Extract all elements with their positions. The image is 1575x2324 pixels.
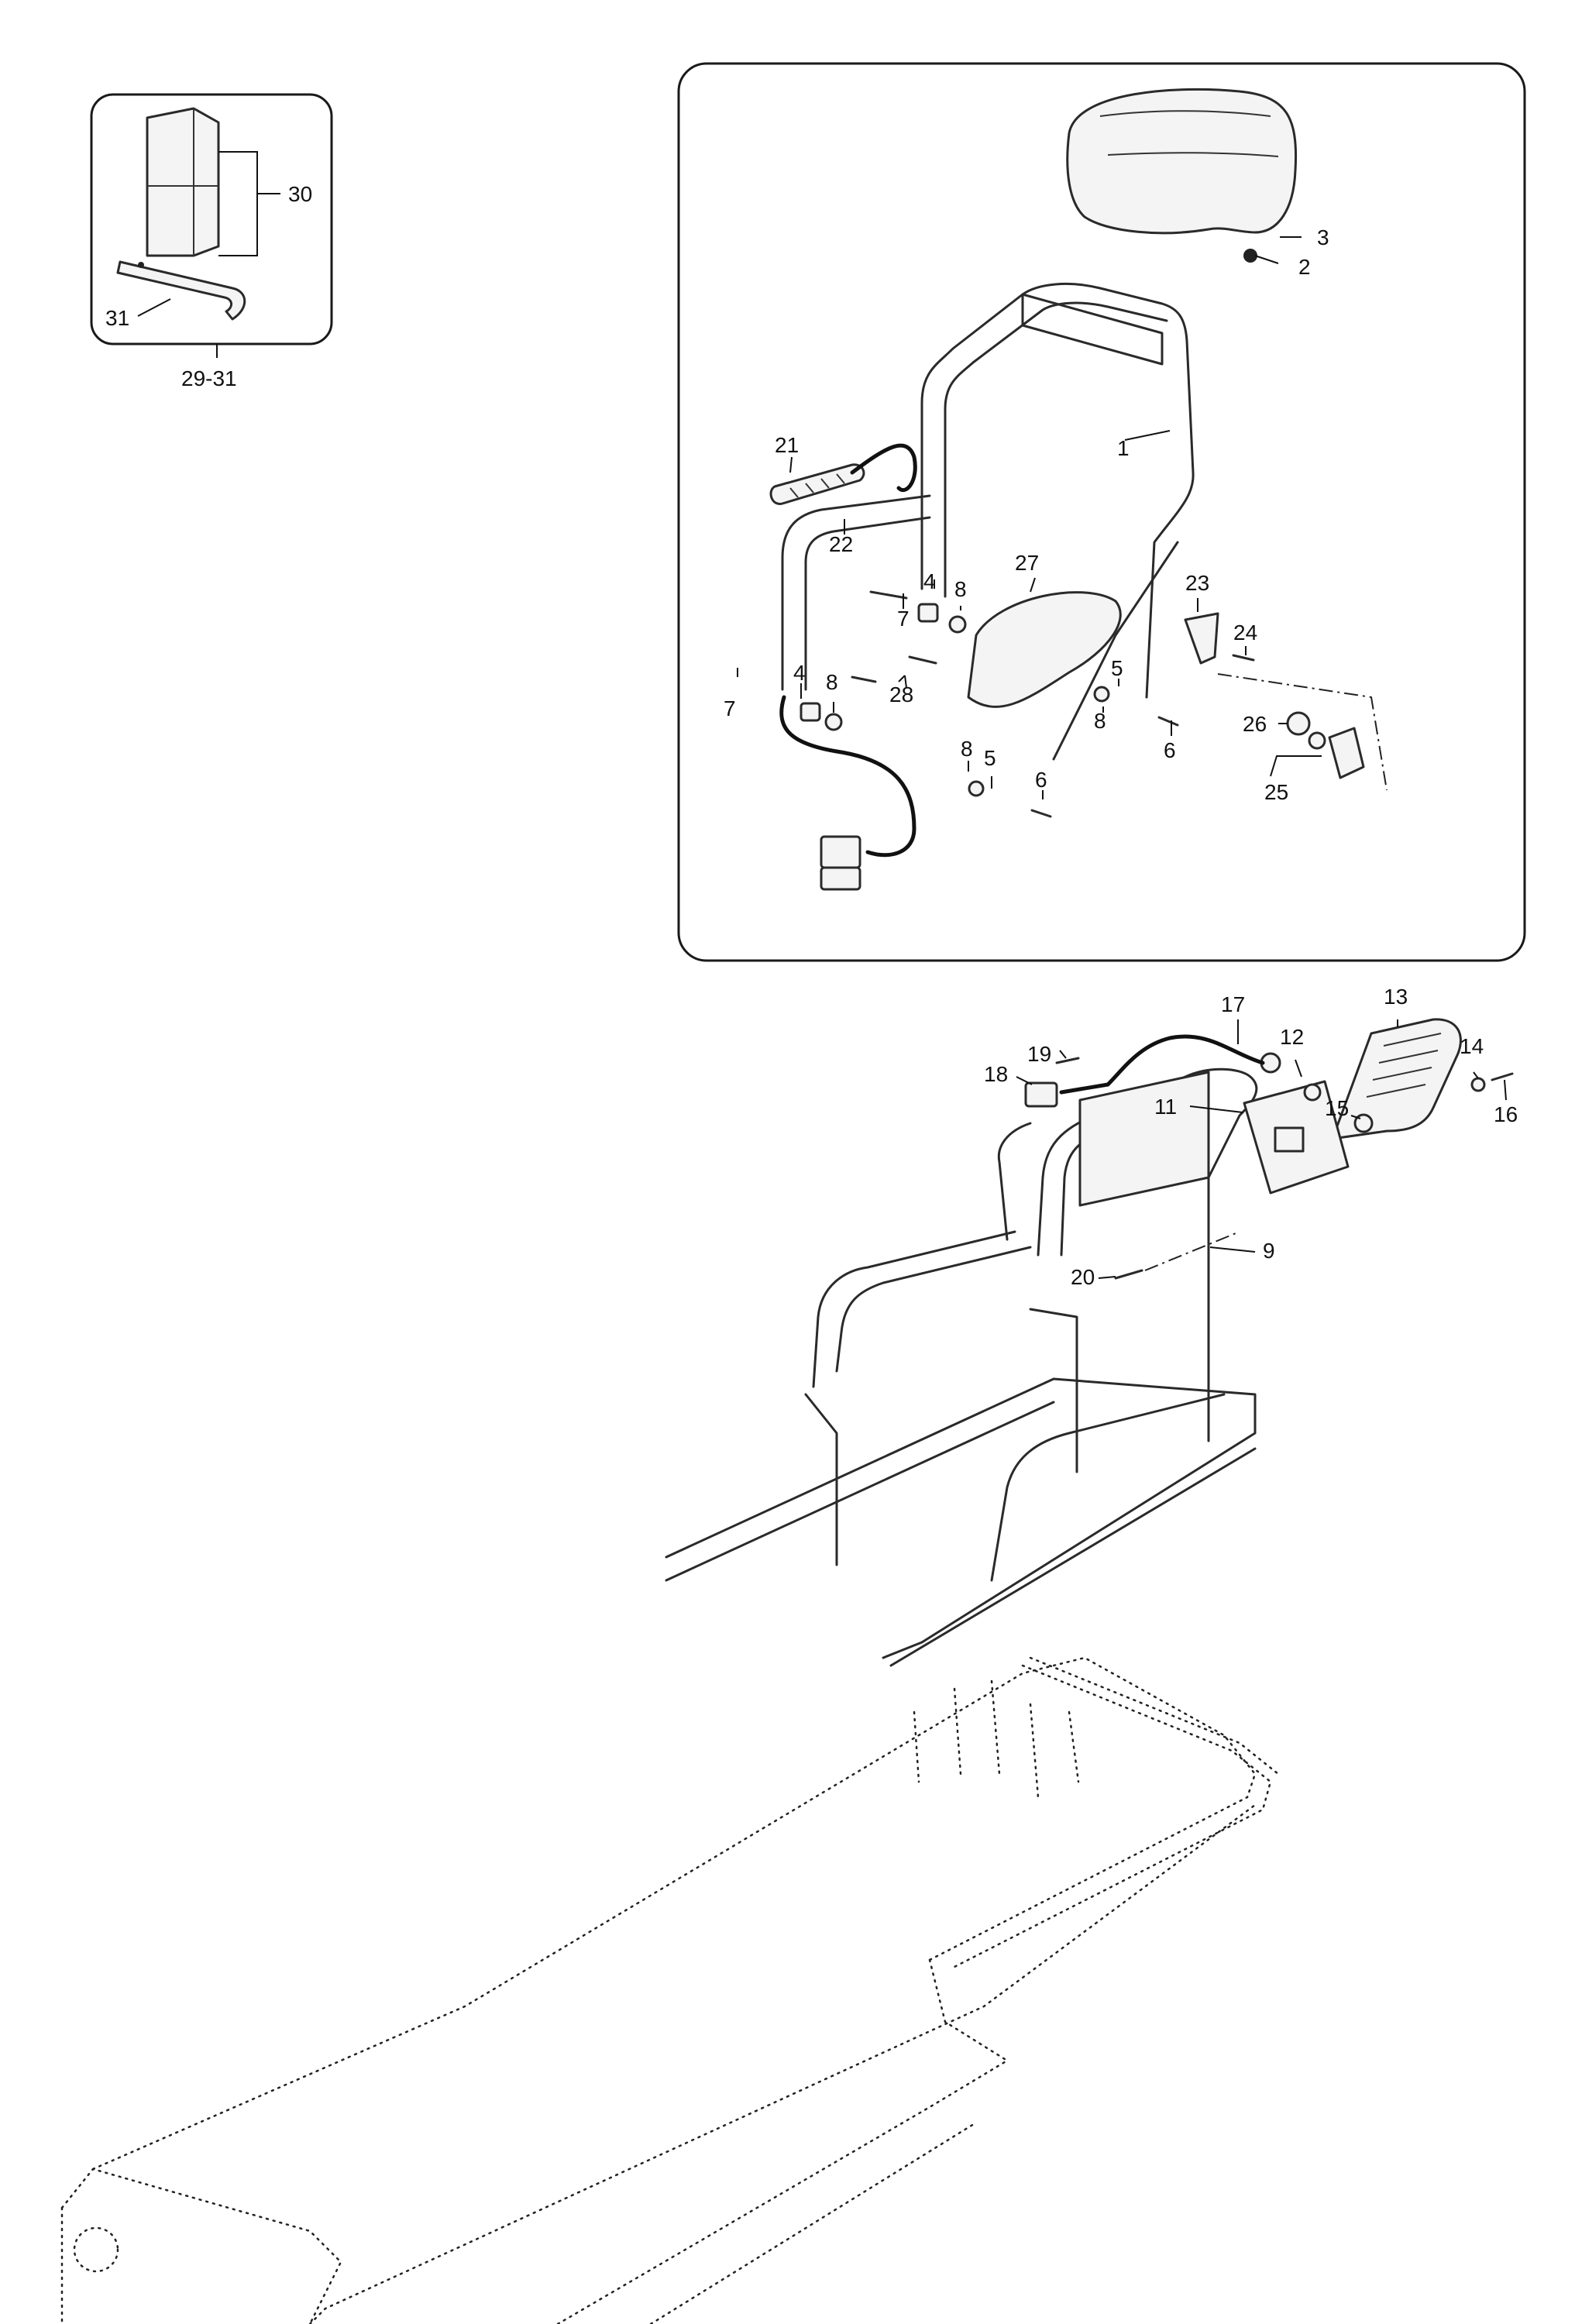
callout-14: 14 bbox=[1460, 1034, 1484, 1058]
part-21-heated-grip bbox=[769, 463, 865, 505]
tail-light-wire bbox=[1059, 1034, 1265, 1095]
callout-31: 31 bbox=[105, 306, 129, 330]
callout-labels: 1 2 3 4 4 5 5 6 6 7 7 8 8 8 8 9 11 12 13… bbox=[105, 182, 1518, 1289]
callout-21: 21 bbox=[775, 433, 799, 457]
part-24-bolt bbox=[1232, 654, 1255, 662]
part-27-back-cushion bbox=[967, 591, 1122, 708]
callout-24: 24 bbox=[1233, 621, 1257, 645]
callout-17: 17 bbox=[1221, 992, 1245, 1016]
tool-kit-inset bbox=[90, 93, 333, 358]
part-9-rear-rack bbox=[665, 1067, 1258, 1667]
callout-11: 11 bbox=[1154, 1095, 1177, 1119]
callout-8: 8 bbox=[961, 737, 973, 761]
part-3-headrest bbox=[1066, 88, 1298, 235]
callout-23: 23 bbox=[1185, 571, 1209, 595]
mounting-hardware bbox=[800, 590, 1179, 818]
callout-22: 22 bbox=[829, 532, 853, 556]
callout-15: 15 bbox=[1325, 1096, 1349, 1120]
callout-29-31: 29-31 bbox=[181, 366, 237, 390]
part-20-screw bbox=[1114, 1269, 1143, 1280]
housing-window bbox=[1274, 1126, 1305, 1153]
callout-leaders bbox=[737, 236, 1507, 1279]
part-18-connector bbox=[1024, 1081, 1058, 1108]
callout-6: 6 bbox=[1164, 738, 1176, 762]
callout-16: 16 bbox=[1494, 1102, 1518, 1126]
part-30-storage-tube bbox=[146, 107, 220, 257]
assembly-callout-box bbox=[677, 62, 1526, 962]
part-16-screw bbox=[1491, 1072, 1514, 1081]
callout-5: 5 bbox=[984, 746, 996, 770]
callout-6: 6 bbox=[1035, 768, 1047, 792]
part-13-tail-lens bbox=[1331, 1018, 1462, 1140]
part-14-washer bbox=[1470, 1077, 1486, 1092]
part-31-spanner-wrench bbox=[116, 260, 246, 321]
callout-7: 7 bbox=[724, 696, 736, 720]
callout-9: 9 bbox=[1263, 1239, 1275, 1263]
callout-30: 30 bbox=[288, 182, 312, 206]
part-22-side-handle bbox=[781, 494, 931, 691]
harness-connector bbox=[820, 835, 861, 891]
callout-27: 27 bbox=[1015, 551, 1039, 575]
callout-8: 8 bbox=[1094, 709, 1106, 733]
callout-1: 1 bbox=[1117, 436, 1130, 460]
callout-7: 7 bbox=[897, 607, 910, 631]
callout-3: 3 bbox=[1317, 225, 1329, 249]
callout-8: 8 bbox=[826, 670, 838, 694]
callout-18: 18 bbox=[984, 1062, 1008, 1086]
callout-4: 4 bbox=[793, 661, 806, 685]
part-19-pin bbox=[1055, 1057, 1080, 1064]
callout-19: 19 bbox=[1027, 1042, 1051, 1066]
part-12-bulb bbox=[1303, 1083, 1322, 1102]
part-23-mount-bracket bbox=[1184, 612, 1219, 665]
part-25-switch-assembly bbox=[1308, 727, 1365, 779]
callout-4: 4 bbox=[923, 569, 936, 593]
callout-20: 20 bbox=[1071, 1265, 1095, 1289]
callout-25: 25 bbox=[1264, 780, 1288, 804]
callout-8: 8 bbox=[954, 577, 967, 601]
part-2-knob bbox=[1243, 249, 1257, 263]
grip-wiring-harness bbox=[779, 443, 917, 858]
part-1-backrest-frame bbox=[920, 282, 1195, 761]
callout-26: 26 bbox=[1243, 712, 1267, 736]
callout-28: 28 bbox=[889, 682, 913, 706]
callout-12: 12 bbox=[1280, 1025, 1304, 1049]
callout-2: 2 bbox=[1298, 255, 1311, 279]
callout-13: 13 bbox=[1384, 985, 1408, 1009]
part-26-cap bbox=[1286, 711, 1311, 736]
machine-chassis-outline bbox=[60, 1656, 1280, 2324]
callout-5: 5 bbox=[1111, 656, 1123, 680]
